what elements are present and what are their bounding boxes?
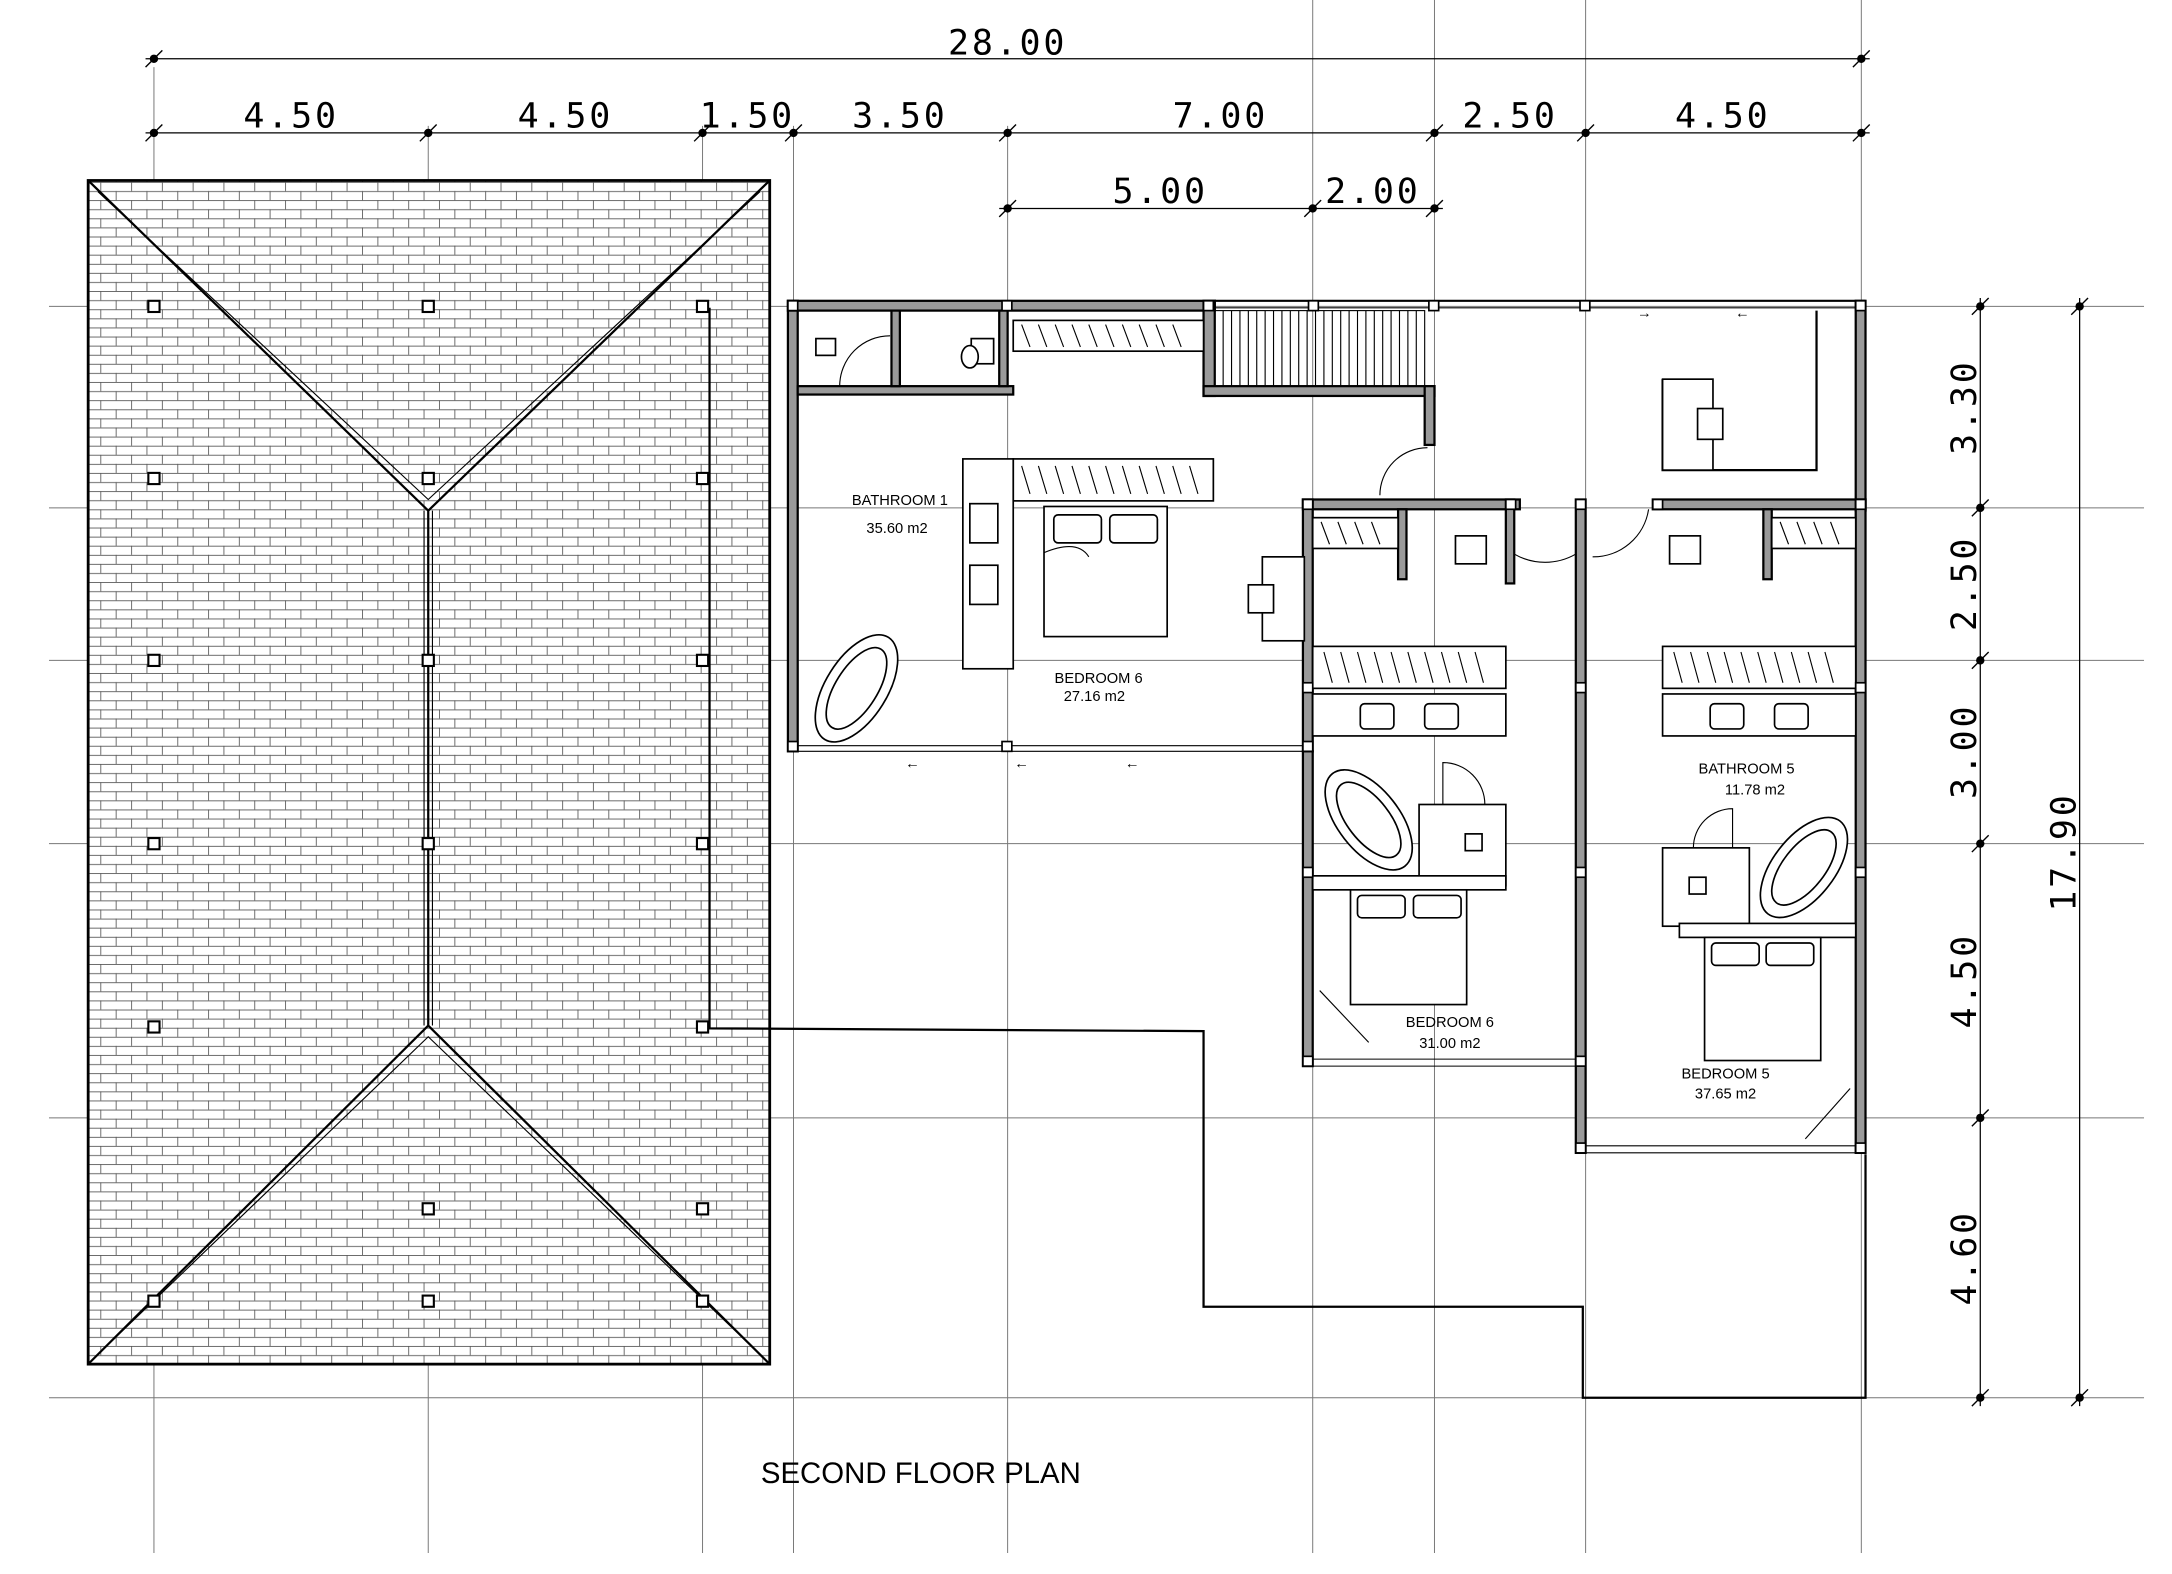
dim-right-4: 4.50 bbox=[1945, 933, 1985, 1028]
dim-top-2: 4.50 bbox=[518, 96, 613, 136]
bedroom-6-center-name: BEDROOM 6 bbox=[1406, 1015, 1494, 1031]
bedroom-6-master-area: 27.16 m2 bbox=[1064, 689, 1125, 705]
dim-top-1: 4.50 bbox=[243, 96, 338, 136]
bathroom-5-area: 11.78 m2 bbox=[1725, 783, 1785, 799]
staircase bbox=[1214, 310, 1426, 387]
door-arrow: ← bbox=[905, 756, 920, 772]
dim-top-3: 1.50 bbox=[700, 96, 795, 136]
master-suite-fixtures bbox=[814, 319, 1428, 743]
dim-right-1: 3.30 bbox=[1945, 359, 1985, 454]
room-labels: BATHROOM 1 35.60 m2 BEDROOM 6 27.16 m2 B… bbox=[852, 493, 1795, 1102]
door-arrow: ← bbox=[1125, 756, 1140, 772]
bathroom-5-name: BATHROOM 5 bbox=[1699, 762, 1795, 778]
dim-top-5: 7.00 bbox=[1173, 96, 1268, 136]
dim-overall-depth: 17.90 bbox=[2044, 792, 2084, 911]
door-arrow: ← bbox=[1014, 756, 1029, 772]
dimension-lines bbox=[145, 49, 2089, 1407]
master-door-arrows: ← ← ← bbox=[905, 756, 1139, 772]
dim-right-5: 4.60 bbox=[1945, 1210, 1985, 1305]
dim-sub-1: 5.00 bbox=[1112, 172, 1207, 212]
dim-overall-width: 28.00 bbox=[948, 24, 1067, 64]
roof-column-markers bbox=[147, 299, 710, 1308]
dim-right-2: 2.50 bbox=[1945, 536, 1985, 631]
dim-right-3: 3.00 bbox=[1945, 704, 1985, 799]
bedroom-5-area: 37.65 m2 bbox=[1695, 1086, 1756, 1102]
dim-top-6: 2.50 bbox=[1462, 96, 1557, 136]
dim-top-4: 3.50 bbox=[852, 96, 947, 136]
terrace-outline bbox=[708, 307, 1867, 1399]
dim-sub-2: 2.00 bbox=[1325, 172, 1420, 212]
hip-roof bbox=[86, 179, 772, 1366]
bathroom-1-area: 35.60 m2 bbox=[866, 521, 927, 537]
center-bedroom-fixtures bbox=[1311, 516, 1507, 1043]
bedroom-6-master-name: BEDROOM 6 bbox=[1055, 671, 1143, 687]
dimension-labels: 28.00 4.50 4.50 1.50 3.50 7.00 2.50 4.50… bbox=[243, 24, 2084, 1306]
door-arrow: ← bbox=[1735, 306, 1750, 322]
right-bedroom-fixtures bbox=[1661, 516, 1857, 1140]
bedroom-5-name: BEDROOM 5 bbox=[1681, 1067, 1769, 1083]
dim-top-7: 4.50 bbox=[1675, 96, 1770, 136]
plan-title: SECOND FLOOR PLAN bbox=[761, 1457, 1081, 1490]
study-area: → ← bbox=[1637, 299, 1867, 512]
door-arrow: → bbox=[1637, 306, 1652, 322]
house-column-markers bbox=[787, 299, 1867, 1154]
bedroom-6-center-area: 31.00 m2 bbox=[1419, 1036, 1480, 1052]
bathroom-1-name: BATHROOM 1 bbox=[852, 493, 948, 509]
